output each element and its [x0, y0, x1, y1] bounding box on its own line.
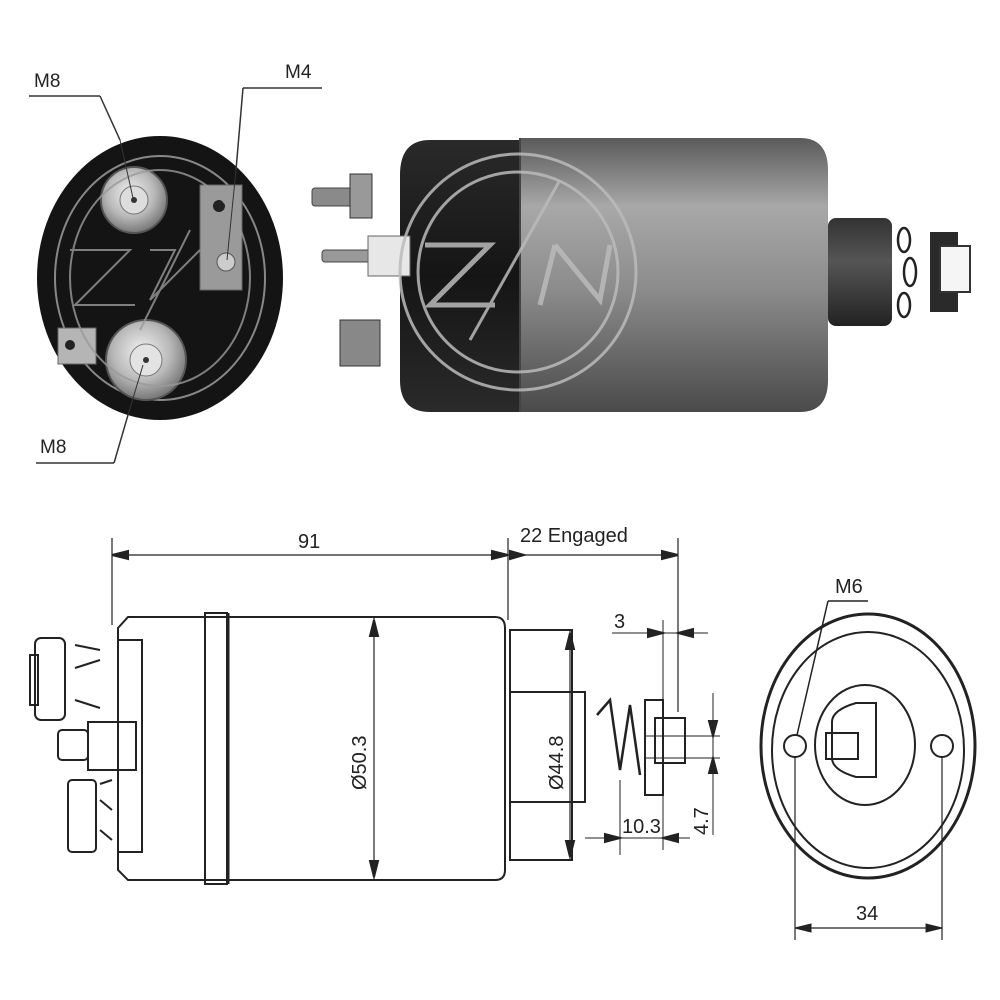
- drawing-end-view: [759, 600, 977, 940]
- thread-label: M6: [835, 576, 863, 598]
- watermark-logo-icon: [398, 152, 638, 392]
- dim-slot: 3: [614, 611, 625, 633]
- svg-text:M8: M8: [40, 437, 66, 458]
- dim-nose-diameter: Ø44.8: [546, 736, 568, 790]
- drawing-side-labels: 91 22 Engaged Ø50.3 Ø44.8 3 10.3 4.7: [298, 525, 713, 838]
- drawing-side-view: [29, 538, 720, 885]
- dim-plunger-hole: 4.7: [691, 807, 713, 835]
- drawing-end-labels: M6 34: [835, 576, 878, 925]
- watermark-logo-icon: [69, 169, 251, 387]
- dim-overall-length: 91: [298, 531, 320, 553]
- label-m4: M4: [226, 62, 322, 261]
- svg-text:M4: M4: [285, 62, 312, 83]
- photo-end-view: [37, 136, 283, 420]
- label-m8-bottom: M8: [36, 364, 144, 464]
- dim-stroke: 22 Engaged: [520, 525, 628, 547]
- dim-hole-spacing: 34: [856, 903, 878, 925]
- photo-side-view: [311, 138, 971, 412]
- label-m8-top: M8: [29, 71, 134, 199]
- svg-text:M8: M8: [34, 71, 60, 92]
- dim-body-diameter: Ø50.3: [349, 736, 371, 790]
- dim-plunger-length: 10.3: [622, 816, 661, 838]
